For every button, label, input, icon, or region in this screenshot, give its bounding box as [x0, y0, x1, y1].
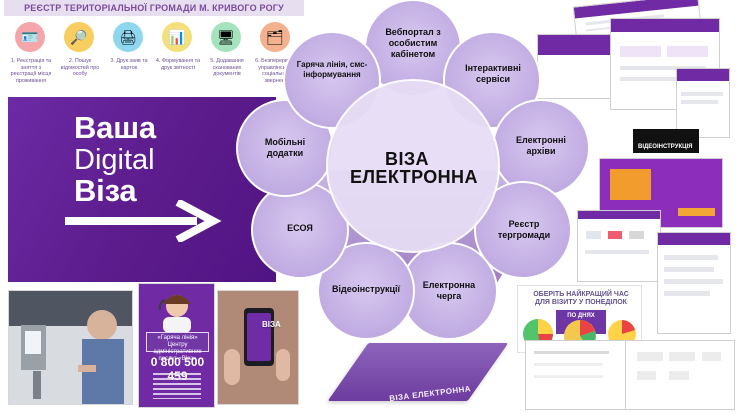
tablet-screenshot	[676, 68, 730, 138]
wheel-item-esoya: ЕСОЯ	[287, 223, 313, 233]
registry-step-1: 🪪 1. Реєстрація та зняття з реєстрації м…	[8, 22, 54, 100]
screen-header	[611, 19, 719, 32]
registry-step-text: 4. Формування та друк звітності	[155, 58, 201, 71]
chart-title: ОБЕРІТЬ НАЙКРАЩИЙ ЧАС ДЛЯ ВІЗИТУ У ПОНЕД…	[533, 291, 629, 306]
screen-block	[678, 207, 715, 217]
hero-line-1: Ваша	[74, 110, 156, 145]
screen-block	[669, 351, 696, 362]
wheel-item-territorial-registry: Реєстр тергромади	[497, 219, 551, 240]
document-icon: 🗂	[260, 22, 290, 52]
registry-step-5: 🖥 5. Додавання сканованих документів	[204, 22, 250, 100]
screen-row	[681, 100, 718, 104]
registry-step-text: 1. Реєстрація та зняття з реєстрації міс…	[10, 58, 52, 84]
registry-title: РЕЄСТР ТЕРИТОРІАЛЬНОЇ ГРОМАДИ М. КРИВОГО…	[4, 0, 304, 16]
screen-brand: Ваша Віза	[546, 69, 601, 81]
report-icon: 📊	[162, 22, 192, 52]
screen-row	[619, 65, 707, 71]
screen-row	[533, 362, 604, 367]
screen-header	[677, 69, 729, 82]
hotline-info-lines	[153, 373, 201, 399]
id-card-icon: 🪪	[15, 22, 45, 52]
wheel-item-electronic-archives: Електронні архіви	[516, 135, 566, 156]
screen-row	[533, 350, 610, 354]
wheel-item-mobile-apps: Мобільні додатки	[264, 137, 306, 158]
wheel-item-video-instructions: Відеоінструкції	[332, 284, 401, 294]
arrow-right-icon	[65, 200, 222, 242]
registry-step-text: 3. Друк заяв та карток	[110, 58, 148, 71]
wheel-item-interactive-services: Інтерактивні сервіси	[465, 63, 521, 84]
screen-block	[607, 230, 623, 239]
registry-step-text: 2. Пошук відомостей про особу	[60, 58, 100, 77]
screen-row	[584, 250, 649, 254]
hero-line-2: Digital	[74, 144, 155, 176]
wheel-center-line-1: ВІЗА	[385, 149, 429, 169]
wheel-item-hotline: Гаряча лінія, смс-інформування	[296, 60, 368, 79]
mobile-promo-screenshot	[599, 158, 723, 228]
screen-block	[669, 370, 689, 381]
archive-screenshot	[577, 210, 661, 282]
screen-block	[636, 351, 663, 362]
login-screenshot	[525, 340, 626, 410]
screen-block	[667, 46, 709, 57]
screen-block	[619, 46, 661, 57]
screen-block	[628, 230, 644, 239]
visit-chart-card: ОБЕРІТЬ НАЙКРАЩИЙ ЧАС ДЛЯ ВІЗИТУ У ПОНЕД…	[517, 285, 642, 353]
screen-row	[533, 375, 604, 379]
terminal-photo	[8, 290, 133, 405]
screen-row	[663, 255, 719, 260]
wheel-item-web-portal: Вебпортал з особистим кабінетом	[385, 27, 441, 59]
esoya-screenshot	[625, 340, 735, 410]
screen-row	[663, 267, 715, 272]
registry-step-6: 🗂 6. Безперервний управлінський соціальн…	[253, 22, 299, 100]
registry-step-4: 📊 4. Формування та друк звітності	[155, 22, 201, 100]
registry-step-2: 🔎 2. Пошук відомостей про особу	[57, 22, 103, 100]
screen-block	[609, 169, 652, 201]
registry-steps: 🪪 1. Реєстрація та зняття з реєстрації м…	[8, 22, 300, 100]
digital-visa-hero: Ваша Digital Віза	[8, 97, 276, 282]
hero-line-3: Віза	[74, 173, 137, 208]
video-instruction-banner: ВІДЕОІНСТРУКЦІЯ	[633, 129, 699, 153]
phone-brand: ВІЗА	[262, 320, 281, 329]
video-instruction-label: ВІДЕОІНСТРУКЦІЯ	[638, 144, 693, 150]
registry-step-text: 5. Додавання сканованих документів	[210, 58, 244, 77]
registry-step-text: 6. Безперервний управлінський соціальних…	[255, 58, 297, 84]
screen-row	[619, 76, 698, 82]
wheel-item-electronic-queue: Електронна черга	[422, 280, 476, 301]
mobile-app-photo: ВІЗА	[217, 290, 299, 405]
mobile-phone-drawing	[218, 291, 298, 404]
hotline-badge: «Гаряча лінія» Центру адміністративних п…	[146, 332, 209, 362]
search-icon: 🔎	[64, 22, 94, 52]
hotline-photo: «Гаряча лінія» Центру адміністративних п…	[138, 283, 215, 408]
screen-block	[586, 230, 601, 239]
screen-header	[538, 35, 627, 56]
wheel-center-line-2: ЕЛЕКТРОННА	[350, 167, 478, 187]
wheel-bubble	[474, 181, 572, 279]
screen-block	[701, 351, 722, 362]
wheel-center-circle	[326, 79, 500, 253]
screen-block	[636, 370, 657, 381]
queue-screenshot	[657, 232, 731, 334]
screen-row	[663, 279, 723, 284]
terminal-photo-drawing	[9, 291, 132, 404]
wheel-bubble	[317, 242, 415, 340]
printer-icon: 🖨	[113, 22, 143, 52]
screen-header	[658, 233, 730, 245]
hero-title: Ваша Digital Віза	[74, 112, 214, 206]
monitor-icon: 🖥	[211, 22, 241, 52]
screen-row	[681, 92, 723, 96]
wheel-center-title: ВІЗА ЕЛЕКТРОННА	[350, 149, 478, 187]
screen-row	[663, 291, 710, 296]
registry-step-3: 🖨 3. Друк заяв та карток	[106, 22, 152, 100]
screen-header	[578, 211, 660, 220]
